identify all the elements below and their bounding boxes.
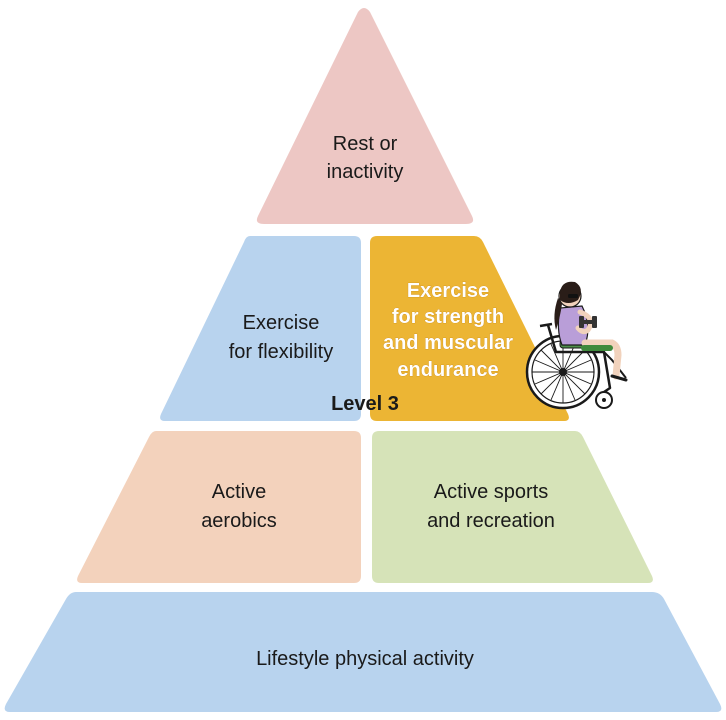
tier-lifestyle-line1: Lifestyle physical activity	[256, 648, 474, 670]
tier-strength-line4: endurance	[397, 359, 498, 381]
tier-aerobics-line2: aerobics	[201, 510, 277, 532]
tier-sports-line1: Active sports	[434, 481, 548, 503]
tier-strength-shape	[370, 236, 569, 421]
tier-aerobics-shape	[77, 431, 361, 583]
tier-strength-line1: Exercise	[407, 280, 489, 302]
tier-strength-line2: for strength	[392, 306, 504, 328]
tier-sports-line2: and recreation	[427, 510, 555, 532]
tier-rest-shape	[256, 8, 474, 224]
tier-flexibility-line1: Exercise	[243, 312, 320, 334]
tier-rest-line1: Rest or	[333, 133, 398, 155]
tier-sports-shape	[372, 431, 653, 583]
tier-rest-line2: inactivity	[327, 161, 404, 183]
tier-flexibility-line2: for flexibility	[229, 341, 333, 363]
tier-strength-line3: and muscular	[383, 332, 513, 354]
tier-lifestyle-shape	[4, 592, 722, 712]
tier-aerobics-line1: Active	[212, 481, 266, 503]
tier-flexibility-shape	[160, 236, 361, 421]
wheelchair-athlete-icon	[525, 281, 628, 410]
level-label: Level 3	[331, 393, 399, 415]
